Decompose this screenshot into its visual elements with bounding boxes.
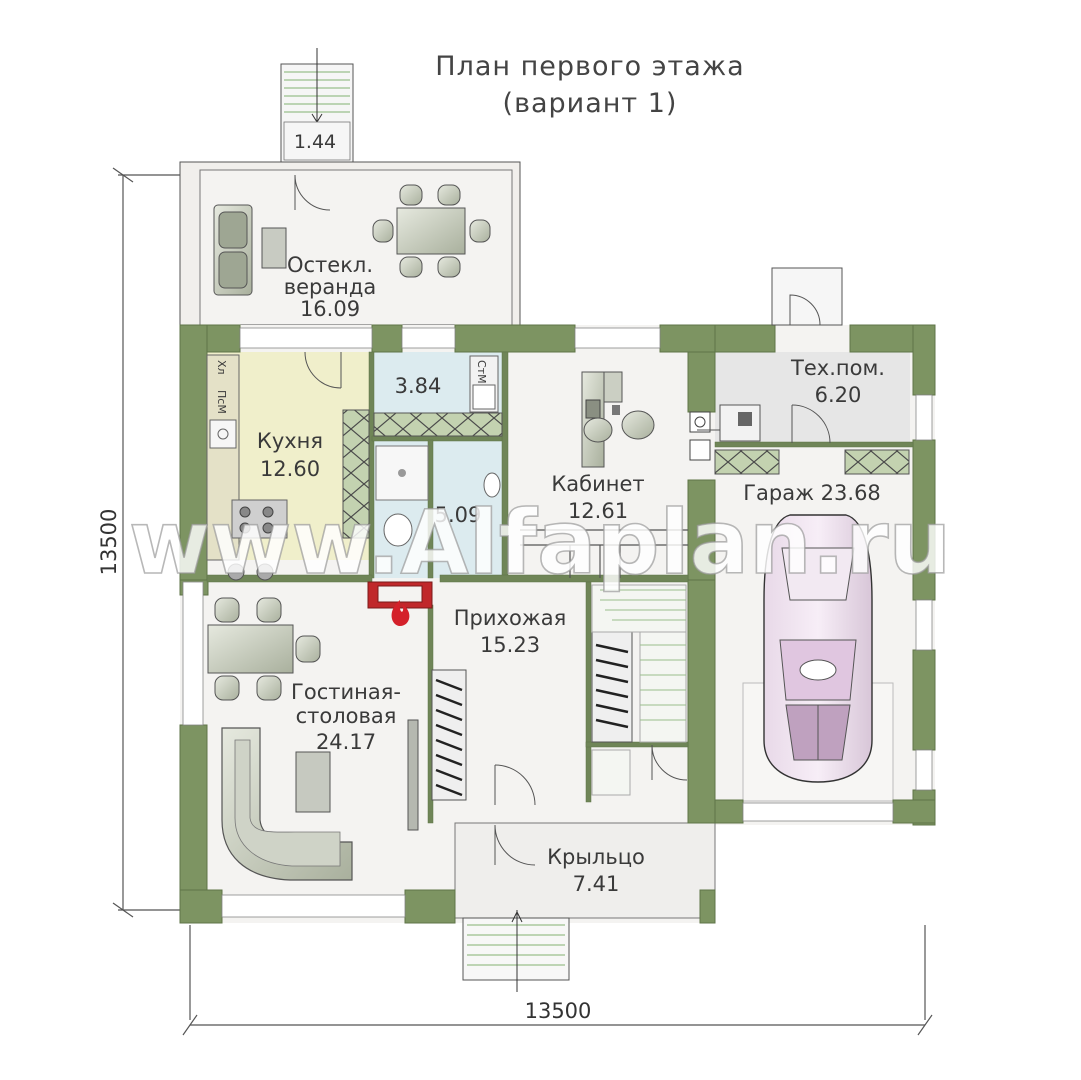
- veranda-dining-table: [372, 184, 491, 278]
- wardrobe-stair: [591, 631, 633, 743]
- hall-name: Прихожая: [454, 606, 566, 630]
- office-name: Кабинет: [551, 472, 644, 496]
- dimension-width: 13500: [525, 999, 592, 1023]
- dishwasher-label: ПсМ: [215, 390, 228, 414]
- kitchen-area: 12.60: [260, 457, 320, 481]
- windows: [182, 327, 933, 918]
- corner-sofa: [221, 727, 353, 881]
- plan-title: План первого этажа: [435, 51, 744, 82]
- tech-fittings: [689, 404, 761, 461]
- bathroom-fixtures: [375, 355, 501, 547]
- fireplace: [367, 581, 433, 626]
- living-area: 24.17: [316, 730, 376, 754]
- kitchen-counter: [206, 354, 370, 561]
- living-name-2: столовая: [296, 704, 397, 728]
- veranda-name-1: Остекл.: [287, 253, 373, 277]
- office-shelf: [520, 529, 688, 578]
- garage-name: Гараж 23.68: [743, 481, 881, 505]
- fridge-label: Хл: [215, 360, 228, 375]
- stair-top-area: 1.44: [294, 131, 336, 153]
- porch-name: Крыльцо: [547, 845, 645, 869]
- car: [763, 514, 873, 783]
- stairs: [591, 584, 687, 796]
- dining-table: [207, 563, 321, 701]
- dimension-height: 13500: [97, 509, 121, 576]
- garage-shelves: [714, 449, 910, 475]
- living-name-1: Гостиная-: [291, 680, 401, 704]
- veranda-coffee-table: [261, 227, 287, 269]
- tech-name: Тех.пом.: [790, 356, 885, 380]
- kitchen-name: Кухня: [257, 429, 323, 453]
- doors: [294, 174, 831, 866]
- watermark: www.Alfaplan.ru: [129, 491, 951, 594]
- veranda-name-2: веранда: [284, 275, 377, 299]
- living-coffee-table: [295, 751, 331, 813]
- porch-stair: [462, 910, 570, 992]
- wc-small-area: 3.84: [395, 374, 442, 398]
- top-stair: [280, 48, 354, 163]
- plan-subtitle: (вариант 1): [503, 88, 678, 119]
- veranda-sofa: [213, 204, 253, 296]
- washer-label: СтМ: [475, 360, 488, 384]
- veranda-area: 16.09: [300, 297, 360, 321]
- tv-unit: [407, 719, 419, 831]
- office-desk: [581, 371, 655, 468]
- exterior-walls: [179, 324, 936, 924]
- interior-walls: [206, 351, 914, 824]
- wardrobe-hall: [431, 669, 467, 801]
- bath-area: 5.09: [435, 503, 482, 527]
- hall-area: 15.23: [480, 633, 540, 657]
- tech-entrance: [771, 267, 843, 326]
- porch-area: 7.41: [573, 872, 620, 896]
- office-area: 12.61: [568, 499, 628, 523]
- bath-cabinet: [373, 412, 503, 437]
- tech-area: 6.20: [815, 383, 862, 407]
- dimension-lines: [112, 167, 933, 1036]
